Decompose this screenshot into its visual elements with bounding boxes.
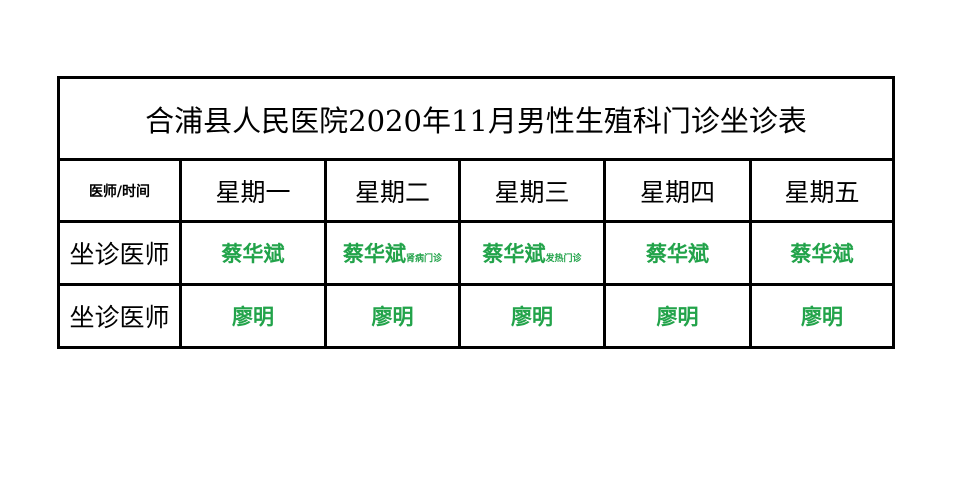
doctor-row-2: 坐诊医师 廖明 廖明 廖明 廖明 廖明 bbox=[57, 283, 895, 349]
day-header-thu: 星期四 bbox=[603, 158, 752, 223]
row-role-label: 坐诊医师 bbox=[57, 283, 182, 349]
doctor-cell-tue: 廖明 bbox=[324, 283, 461, 349]
doctor-cell-mon: 廖明 bbox=[179, 283, 327, 349]
doctor-name: 蔡华斌 bbox=[221, 242, 285, 266]
day-header-tue: 星期二 bbox=[324, 158, 461, 223]
title-row: 合浦县人民医院2020年11月男性生殖科门诊坐诊表 bbox=[57, 76, 895, 161]
header-row: 医师/时间 星期一 星期二 星期三 星期四 星期五 bbox=[57, 158, 895, 223]
doctor-cell-fri: 蔡华斌 bbox=[749, 220, 895, 286]
doctor-name: 廖明 bbox=[371, 305, 414, 329]
doctor-name: 廖明 bbox=[656, 305, 699, 329]
doctor-cell-wed: 蔡华斌发热门诊 bbox=[458, 220, 606, 286]
doctor-cell-thu: 蔡华斌 bbox=[603, 220, 752, 286]
doctor-cell-thu: 廖明 bbox=[603, 283, 752, 349]
doctor-name: 蔡华斌 bbox=[482, 242, 546, 266]
doctor-name: 廖明 bbox=[801, 305, 843, 329]
doctor-cell-tue: 蔡华斌肾病门诊 bbox=[324, 220, 461, 286]
schedule-table: 合浦县人民医院2020年11月男性生殖科门诊坐诊表 医师/时间 星期一 星期二 … bbox=[57, 76, 895, 349]
doctor-name: 蔡华斌 bbox=[646, 242, 709, 266]
doctor-cell-wed: 廖明 bbox=[458, 283, 606, 349]
doctor-row-1: 坐诊医师 蔡华斌 蔡华斌肾病门诊 蔡华斌发热门诊 蔡华斌 蔡华斌 bbox=[57, 220, 895, 286]
day-header-mon: 星期一 bbox=[179, 158, 327, 223]
day-header-wed: 星期三 bbox=[458, 158, 606, 223]
doctor-name: 蔡华斌 bbox=[342, 242, 406, 266]
clinic-note: 肾病门诊 bbox=[405, 254, 442, 264]
doctor-name: 廖明 bbox=[232, 305, 274, 329]
day-header-fri: 星期五 bbox=[749, 158, 895, 223]
corner-label: 医师/时间 bbox=[57, 158, 182, 223]
doctor-cell-mon: 蔡华斌 bbox=[179, 220, 327, 286]
clinic-note: 发热门诊 bbox=[545, 254, 582, 264]
doctor-name: 廖明 bbox=[511, 305, 553, 329]
table-title: 合浦县人民医院2020年11月男性生殖科门诊坐诊表 bbox=[57, 76, 895, 161]
row-role-label: 坐诊医师 bbox=[57, 220, 182, 286]
doctor-name: 蔡华斌 bbox=[790, 242, 854, 266]
doctor-cell-fri: 廖明 bbox=[749, 283, 895, 349]
